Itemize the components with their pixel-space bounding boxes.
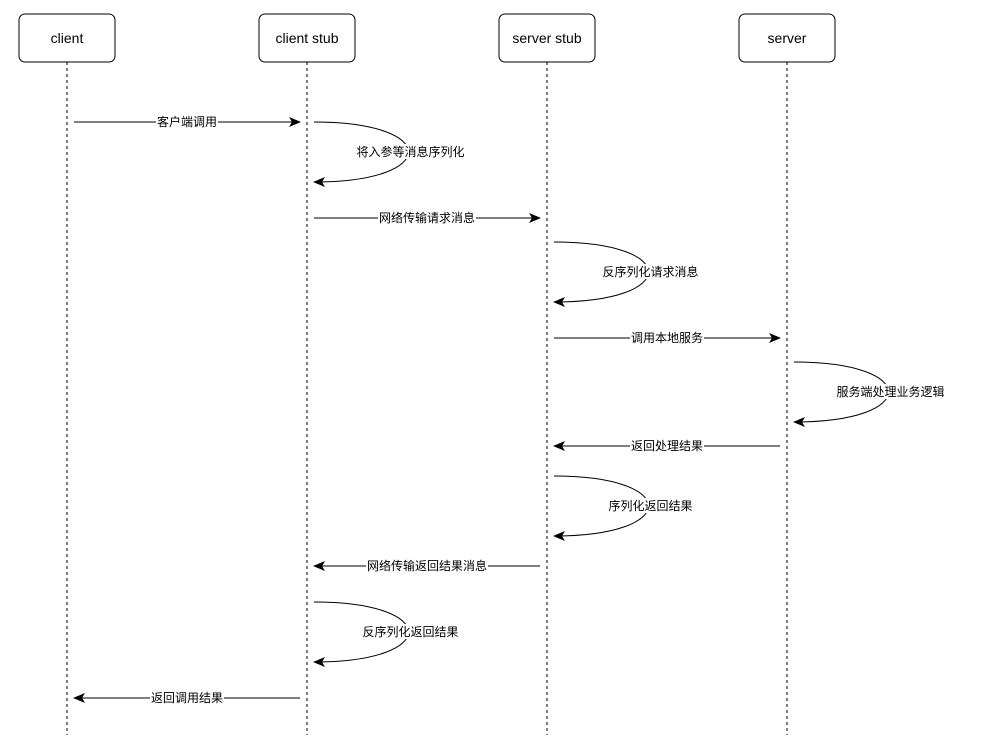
message-label: 将入参等消息序列化	[356, 144, 464, 159]
message-2: 将入参等消息序列化	[313, 121, 466, 187]
message-label: 反序列化返回结果	[362, 624, 458, 639]
message-8: 序列化返回结果	[553, 475, 694, 541]
participant-server-stub: server stub	[498, 13, 596, 63]
participant-label: server stub	[512, 30, 581, 46]
participant-client-stub: client stub	[258, 13, 356, 63]
message-label-background	[155, 114, 219, 129]
message-label: 客户端调用	[157, 114, 217, 129]
message-3: 网络传输请求消息	[314, 210, 541, 225]
message-7: 返回处理结果	[553, 439, 780, 453]
message-label: 网络传输请求消息	[379, 210, 475, 225]
message-label: 序列化返回结果	[608, 498, 692, 513]
message-label: 返回处理结果	[631, 439, 703, 453]
message-label-background	[835, 384, 946, 399]
participant-client: client	[18, 13, 116, 63]
message-label: 反序列化请求消息	[602, 264, 698, 279]
message-label: 服务端处理业务逻辑	[836, 384, 944, 399]
participant-label: client stub	[275, 30, 338, 46]
message-label: 网络传输返回结果消息	[367, 558, 487, 573]
message-label-background	[601, 264, 700, 279]
participant-box	[498, 13, 596, 63]
message-6: 服务端处理业务逻辑	[793, 361, 946, 427]
message-label-background	[377, 210, 477, 225]
message-5: 调用本地服务	[554, 330, 781, 345]
message-1: 客户端调用	[74, 114, 301, 129]
message-label-background	[629, 330, 705, 345]
message-label-background	[629, 439, 705, 453]
participants: client client stub server stub server	[18, 13, 836, 63]
participant-label: server	[768, 30, 807, 46]
participant-server: server	[738, 13, 836, 63]
message-11: 返回调用结果	[73, 691, 300, 705]
message-label-background	[149, 691, 225, 705]
message-10: 反序列化返回结果	[313, 601, 460, 667]
participant-box	[738, 13, 836, 63]
message-label: 调用本地服务	[631, 330, 703, 345]
message-label: 返回调用结果	[151, 691, 223, 705]
messages: 客户端调用将入参等消息序列化网络传输请求消息反序列化请求消息调用本地服务服务端处…	[73, 114, 946, 705]
participant-box	[258, 13, 356, 63]
message-label-background	[361, 624, 460, 639]
message-label-background	[607, 498, 694, 513]
message-9: 网络传输返回结果消息	[313, 558, 540, 573]
participant-box	[18, 13, 116, 63]
message-label-background	[355, 144, 466, 159]
participant-label: client	[51, 30, 84, 46]
message-4: 反序列化请求消息	[553, 241, 700, 307]
lifelines	[66, 62, 788, 735]
message-label-background	[365, 558, 489, 573]
